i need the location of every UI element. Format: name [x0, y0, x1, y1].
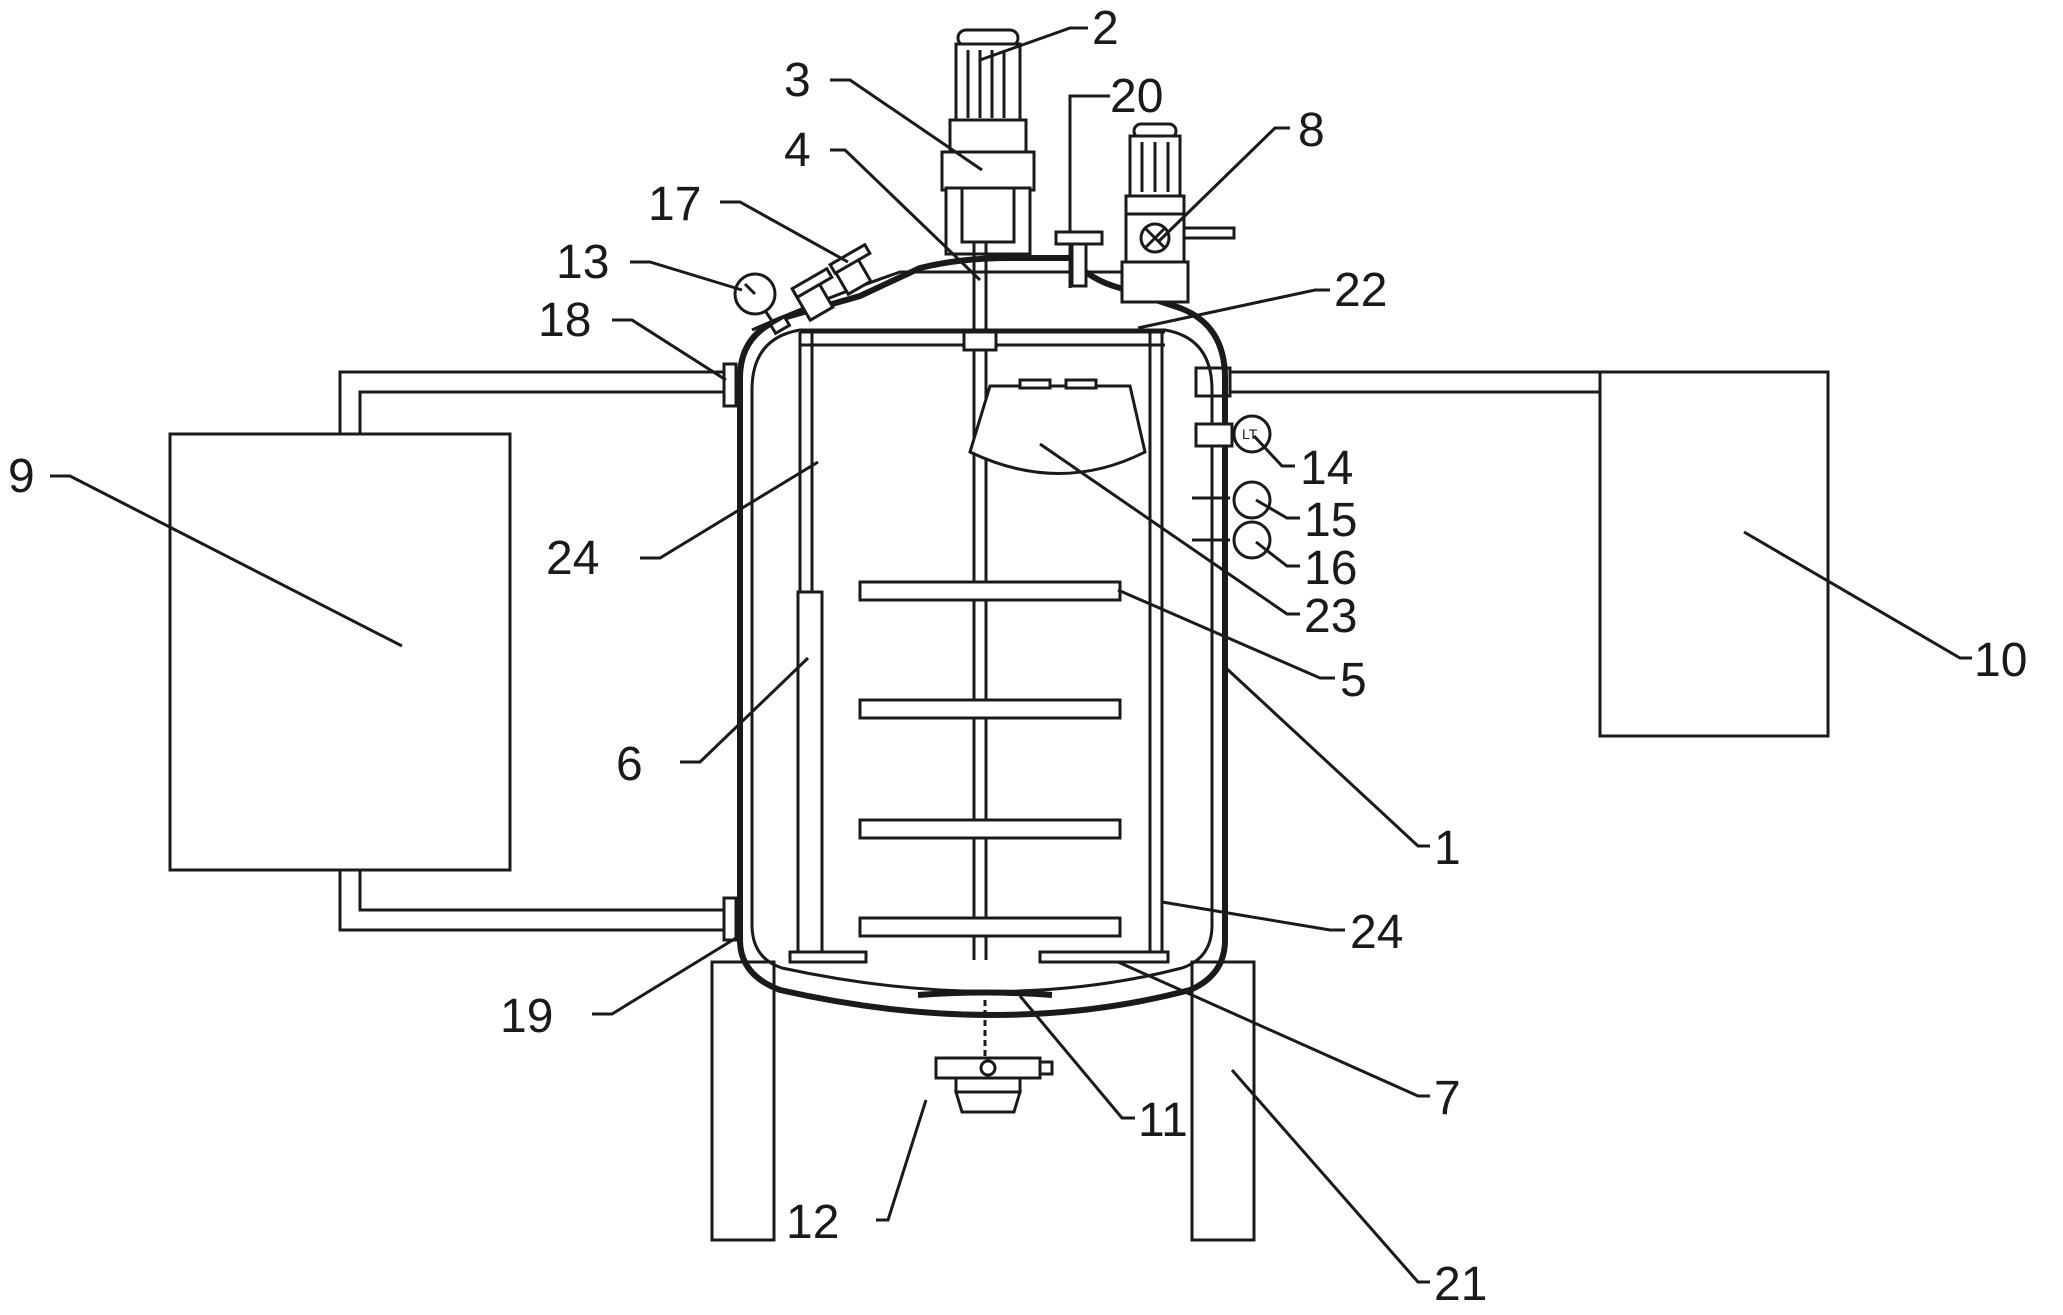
label-20: 20 — [1110, 70, 1163, 123]
label-17: 17 — [648, 178, 701, 231]
gauge-16 — [1192, 520, 1272, 560]
label-24a: 24 — [546, 532, 599, 585]
hopper-tab-left — [1018, 378, 1052, 390]
label-8: 8 — [1298, 104, 1325, 157]
support-leg-right — [1190, 960, 1256, 1242]
inlet-flange-18 — [722, 362, 738, 408]
hopper-tab-right — [1064, 378, 1098, 390]
label-10: 10 — [1974, 634, 2027, 687]
leader-lines — [50, 26, 1972, 1284]
label-9: 9 — [8, 450, 35, 503]
bottom-baffle-left — [788, 950, 868, 964]
guide-rod-right — [1148, 332, 1164, 960]
external-unit-9 — [168, 432, 512, 872]
discharge-valve-12 — [934, 1056, 1054, 1114]
label-12: 12 — [786, 1196, 839, 1249]
bottom-outlet-11 — [917, 989, 1053, 998]
impeller-blade-2 — [858, 698, 1122, 720]
label-1: 1 — [1434, 822, 1461, 875]
left-upper-pipe — [338, 370, 725, 434]
label-21: 21 — [1434, 1258, 1487, 1311]
label-6: 6 — [616, 738, 643, 791]
left-lower-pipe — [338, 870, 725, 932]
external-unit-10 — [1598, 370, 1830, 738]
label-13: 13 — [556, 236, 609, 289]
nozzle-17 — [790, 242, 873, 323]
label-18: 18 — [538, 294, 591, 347]
label-5: 5 — [1340, 654, 1367, 707]
vent-pipe-20 — [1054, 94, 1110, 288]
label-19: 19 — [500, 990, 553, 1043]
label-15: 15 — [1304, 494, 1357, 547]
label-14: 14 — [1300, 442, 1353, 495]
secondary-motor-8 — [1120, 122, 1236, 304]
label-7: 7 — [1434, 1072, 1461, 1125]
labels: 2 3 20 8 4 17 13 22 18 9 14 15 24 16 23 … — [8, 2, 2027, 1311]
inner-vessel-wall — [750, 328, 1214, 993]
gauge-15 — [1192, 480, 1272, 520]
bottom-baffle-7 — [1038, 950, 1170, 964]
outlet-flange-19 — [722, 896, 738, 942]
impeller-blade-1 — [858, 580, 1122, 602]
scraper-6 — [796, 590, 824, 962]
support-leg-left — [710, 960, 776, 1242]
pressure-gauge-13 — [733, 272, 792, 336]
right-pipe — [1230, 370, 1600, 394]
label-23: 23 — [1304, 590, 1357, 643]
label-3: 3 — [784, 54, 811, 107]
impeller-blade-4 — [858, 916, 1122, 938]
label-11: 11 — [1138, 1094, 1188, 1147]
jacket-shell — [737, 255, 1228, 1018]
hopper-23 — [968, 384, 1147, 475]
reducer-3 — [940, 150, 1036, 256]
lt-text: LT — [1242, 426, 1258, 442]
motor-2 — [948, 28, 1028, 156]
label-24b: 24 — [1350, 906, 1403, 959]
level-transmitter-14: LT — [1194, 414, 1272, 454]
label-2: 2 — [1092, 2, 1119, 55]
label-4: 4 — [784, 124, 811, 177]
label-22: 22 — [1334, 264, 1387, 317]
label-16: 16 — [1304, 542, 1357, 595]
impeller-blade-3 — [858, 818, 1122, 840]
shaft-coupling — [962, 330, 998, 352]
